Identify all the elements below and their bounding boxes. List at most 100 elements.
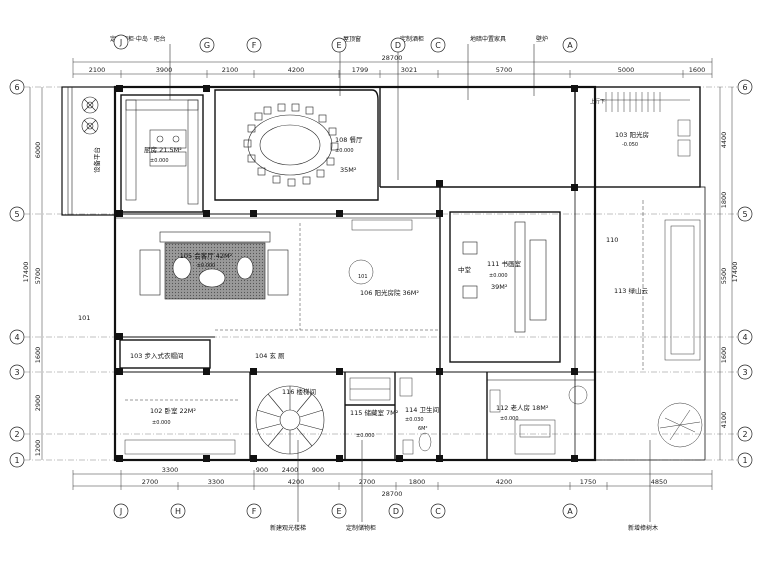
bathroom-fixtures (399, 377, 432, 455)
room-sunroom: 106 阳光房院 36M² (360, 288, 419, 297)
axis-bottom-F: F (252, 507, 257, 516)
dim-left-1: 6000 (34, 142, 42, 159)
spiral-stair (255, 385, 325, 455)
dim-bottom-7: 1750 (580, 478, 597, 486)
equipment-platform (67, 87, 99, 215)
room-garden: 113 绿山云 (614, 286, 648, 295)
dim-top-7: 5700 (496, 66, 513, 74)
dim-top-9: 1600 (689, 66, 706, 74)
study-level: ±0.000 (489, 273, 508, 279)
bedroom-level: ±0.000 (152, 420, 171, 426)
dim-bottom-3: 4200 (288, 478, 305, 486)
dim-top-1: 2100 (89, 66, 106, 74)
axis-row-6-right: 6 (742, 83, 747, 92)
dim-bottom-a3: 900 (312, 466, 324, 474)
dim-top-8: 5000 (618, 66, 635, 74)
room-110: 110 (606, 236, 618, 244)
room-foyer: 104 玄 厕 (255, 351, 285, 360)
elder-level: ±0.000 (500, 416, 519, 422)
room-bedroom: 102 卧室 22M² (150, 406, 196, 415)
dim-bottom-4: 2700 (359, 478, 376, 486)
axis-bottom-E: E (336, 507, 341, 516)
axis-bottom-C: C (435, 507, 441, 516)
dim-left-2: 5700 (34, 268, 42, 285)
room-storage: 115 储藏室 7M² (350, 408, 399, 417)
note-storage-cabinet: 定制储物柜 (346, 524, 376, 532)
room-stair: 116 楼梯间 (282, 387, 316, 396)
note-wine-cabinet: 定制酒柜 (400, 35, 424, 43)
dim-bottom-total: 28700 (382, 490, 403, 498)
dim-right-3: 5500 (720, 268, 728, 285)
dim-right-1: 4400 (720, 132, 728, 149)
columns (116, 85, 578, 462)
dim-top-3: 2100 (222, 66, 239, 74)
dim-bottom-6: 4200 (496, 478, 513, 486)
axis-top-J: J (119, 38, 122, 47)
dim-right-2: 1800 (720, 192, 728, 209)
axis-top-A: A (567, 41, 573, 50)
dim-bottom-8: 4850 (651, 478, 668, 486)
dim-bottom-1: 2700 (142, 478, 159, 486)
axis-bottom-A: A (567, 507, 573, 516)
interior-walls (115, 87, 595, 460)
top-axis (113, 34, 578, 53)
room-tea: 中堂 (458, 265, 472, 274)
axis-top-C: C (435, 41, 441, 50)
room-dining: 108 餐厅 (335, 135, 363, 144)
axis-top-G: G (204, 41, 210, 50)
living-room-furniture (139, 231, 289, 300)
bathroom-level: ±0.030 (405, 417, 424, 423)
living-level: ±0.000 (197, 263, 216, 269)
storage-level: ±0.000 (356, 433, 375, 439)
axis-bottom-D: D (393, 507, 399, 516)
top-dimensions (72, 58, 713, 78)
room-closet: 103 步入式衣帽间 (130, 351, 183, 360)
axis-row-5-right: 5 (742, 210, 747, 219)
dim-left-3: 1600 (34, 347, 42, 364)
kitchen-fixtures (125, 99, 199, 205)
axis-row-5-left: 5 (14, 210, 19, 219)
elder-room-furniture (489, 385, 588, 455)
kitchen-level: ±0.000 (150, 158, 169, 164)
axis-top-F: F (252, 41, 257, 50)
note-fireplace: 壁炉 (536, 35, 548, 43)
dining-area: 35M² (340, 166, 357, 174)
room-elder: 112 老人房 18M² (496, 403, 549, 412)
dim-top-5: 1799 (352, 66, 369, 74)
axis-top-D: D (395, 41, 401, 50)
dim-top-total: 28700 (382, 54, 403, 62)
top-dim-labels: 2100 3900 2100 4200 1799 3021 5700 5000 … (89, 66, 706, 74)
stair-mark: 上行下 (590, 98, 605, 105)
dim-right-4: 1600 (720, 347, 728, 364)
study-furniture (462, 221, 547, 333)
axis-row-6-left: 6 (14, 83, 19, 92)
dim-bottom-a2: 2400 (282, 466, 299, 474)
axis-top-E: E (336, 41, 341, 50)
dim-bottom-a4: 3300 (162, 466, 179, 474)
top-notes: 定制橱柜·中岛 · 吧台 屋顶窗 定制酒柜 地暗中置家具 壁炉 (110, 35, 548, 180)
terrace-steps (600, 92, 691, 157)
dining-table (243, 103, 339, 187)
room-101: 101 (358, 274, 368, 280)
dim-left-total: 17400 (22, 262, 30, 283)
dim-top-2: 3900 (156, 66, 173, 74)
axis-row-1-right: 1 (742, 456, 747, 465)
terrace-level: -0.050 (622, 142, 638, 148)
bottom-axis (113, 503, 578, 519)
dim-top-6: 3021 (401, 66, 418, 74)
axis-row-3-left: 3 (14, 368, 19, 377)
room-terrace: 103 阳光房 (615, 130, 649, 139)
room-equipment-platform: 设备平台 (92, 147, 101, 173)
dim-right-5: 4100 (720, 412, 728, 429)
axis-bottom-J: J (119, 507, 122, 516)
bottom-dimensions (72, 470, 713, 490)
room-study: 111 书画室 (487, 259, 521, 268)
sunroom-court (215, 219, 440, 331)
room-kitchen: 厨房 21.5M² (144, 145, 182, 154)
dim-right-total: 17400 (731, 262, 739, 283)
dim-left-5: 1200 (34, 440, 42, 457)
note-spiral-stair: 新建观光楼梯 (270, 524, 306, 532)
axis-row-2-left: 2 (14, 430, 19, 439)
axis-row-3-right: 3 (742, 368, 747, 377)
